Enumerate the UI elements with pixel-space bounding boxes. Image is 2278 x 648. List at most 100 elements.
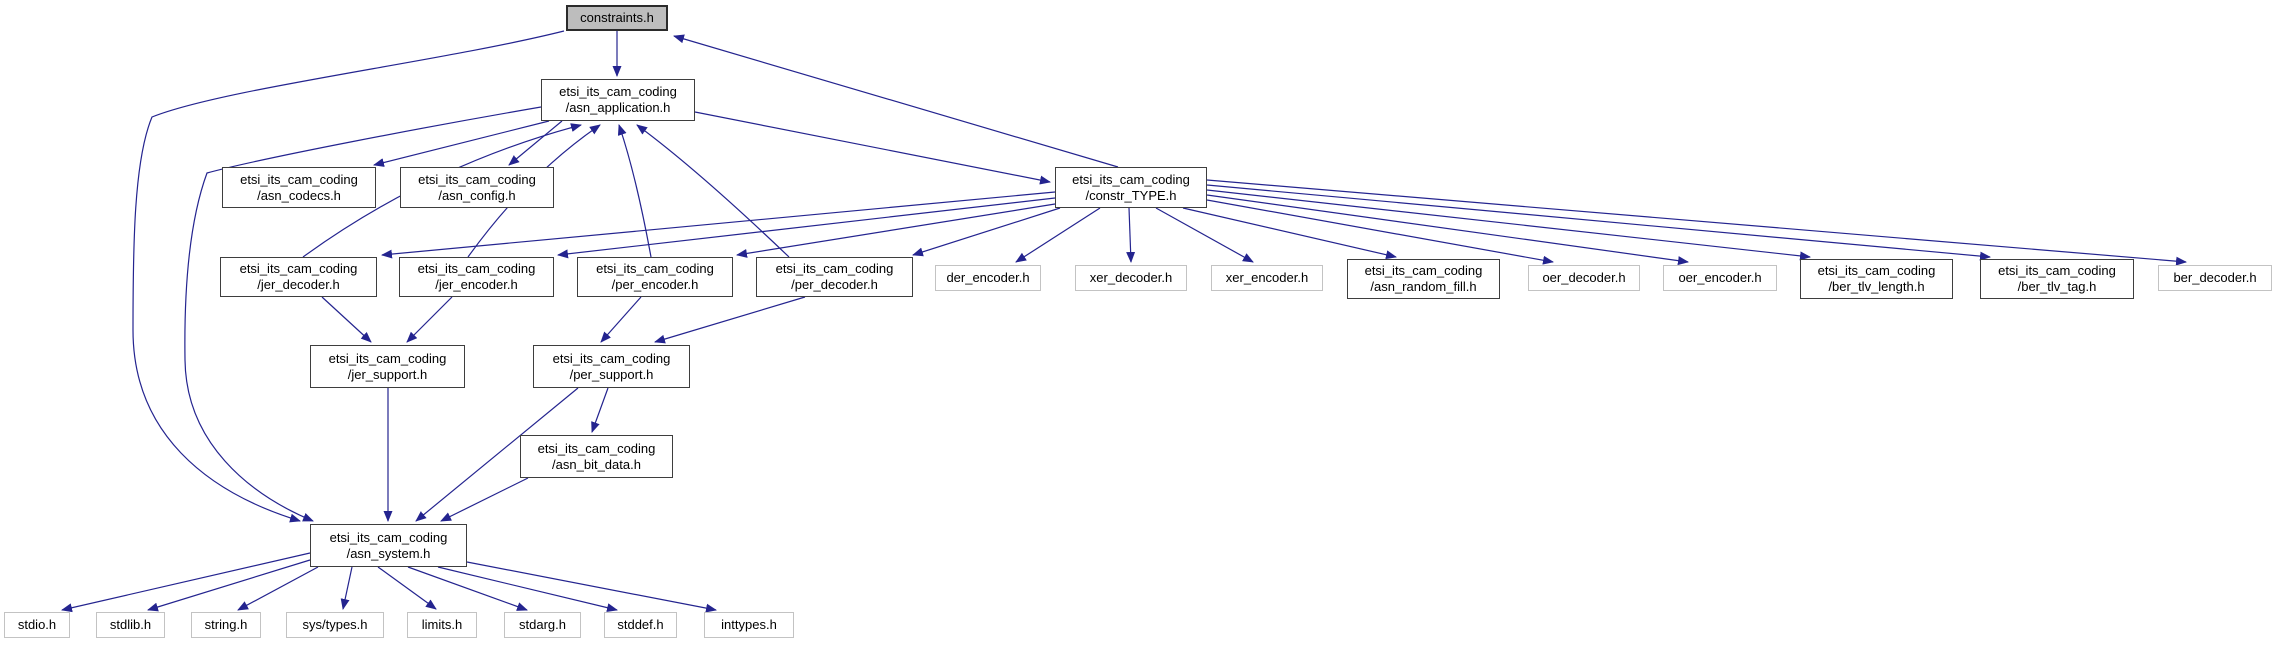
edge-jer-encoder-h-to-jer-support-h [406,296,453,343]
edge-constr-TYPE-h-to-xer-encoder-h [1155,207,1254,263]
node-label: /constr_TYPE.h [1085,187,1177,203]
node-inttypes-h: inttypes.h [704,612,794,638]
node-label: stdio.h [17,617,57,632]
node-asn-config-h[interactable]: etsi_its_cam_coding/asn_config.h [400,167,554,208]
edge-constr-TYPE-h-to-per-decoder-h [912,207,1061,257]
node-label: xer_decoder.h [1089,270,1173,285]
node-string-h: string.h [191,612,261,638]
node-label: /asn_bit_data.h [552,456,641,472]
node-asn-bit-data-h[interactable]: etsi_its_cam_coding/asn_bit_data.h [520,435,673,478]
edge-constraints-h-to-asn-system-h [132,30,565,523]
edge-asn-system-h-to-string-h [237,566,319,611]
edge-constr-TYPE-h-to-oer-encoder-h [1206,194,1689,266]
node-label: etsi_its_cam_coding [417,261,536,276]
node-label: /jer_support.h [347,366,428,382]
node-label: etsi_its_cam_coding [328,350,447,366]
edge-asn-system-h-to-limits-h [377,566,437,610]
node-label: stdlib.h [109,617,152,632]
edge-constr-TYPE-h-to-ber-tlv-tag-h [1206,184,1991,261]
node-label: /per_support.h [569,366,654,382]
node-label: /jer_decoder.h [257,277,340,292]
node-label: etsi_its_cam_coding [1998,263,2116,278]
node-label: etsi_its_cam_coding [329,529,448,545]
node-constr-TYPE-h[interactable]: etsi_its_cam_coding/constr_TYPE.h [1055,167,1207,208]
edge-asn-application-h-to-asn-config-h [508,120,563,166]
node-jer-encoder-h[interactable]: etsi_its_cam_coding/jer_encoder.h [399,257,554,297]
node-label: sys/types.h [302,617,368,632]
edge-asn-system-h-to-sys-types-h [340,566,353,610]
node-label: etsi_its_cam_coding [1072,171,1190,187]
node-label: etsi_its_cam_coding [1364,263,1483,278]
edge-per-encoder-h-to-per-support-h [600,296,642,343]
node-label: stdarg.h [519,617,566,632]
node-sys-types-h: sys/types.h [286,612,384,638]
node-label: etsi_its_cam_coding [552,350,671,366]
node-label: /jer_encoder.h [435,277,518,292]
node-oer-encoder-h: oer_encoder.h [1663,265,1777,291]
edge-constr-TYPE-h-to-asn-random-fill-h [1182,207,1397,260]
edge-constr-TYPE-h-to-ber-tlv-length-h [1206,189,1811,261]
node-label: etsi_its_cam_coding [559,84,677,99]
edge-asn-system-h-to-stdlib-h [147,559,311,612]
edge-asn-application-h-to-asn-system-h [184,106,542,522]
edge-asn-bit-data-h-to-asn-system-h [440,477,529,522]
edge-asn-system-h-to-stdarg-h [407,566,528,611]
edge-constr-TYPE-h-to-der-encoder-h [1015,207,1101,263]
edge-constr-TYPE-h-to-jer-decoder-h [381,191,1056,259]
edge-per-encoder-h-to-asn-application-h [617,124,652,258]
node-jer-decoder-h[interactable]: etsi_its_cam_coding/jer_decoder.h [220,257,377,297]
node-ber-decoder-h: ber_decoder.h [2158,265,2272,291]
node-per-encoder-h[interactable]: etsi_its_cam_coding/per_encoder.h [577,257,733,297]
node-label: /asn_codecs.h [257,187,341,203]
node-constraints-h: constraints.h [566,5,668,31]
node-label: /ber_tlv_length.h [1828,279,1925,294]
node-label: etsi_its_cam_coding [240,171,358,187]
node-label: etsi_its_cam_coding [775,261,894,276]
node-stdio-h: stdio.h [4,612,70,638]
node-per-support-h[interactable]: etsi_its_cam_coding/per_support.h [533,345,690,388]
edge-asn-application-h-to-asn-codecs-h [373,120,550,167]
edge-per-support-h-to-asn-system-h [415,387,579,522]
node-stdlib-h: stdlib.h [96,612,165,638]
node-asn-application-h[interactable]: etsi_its_cam_coding/asn_application.h [541,79,695,121]
node-label: etsi_its_cam_coding [418,171,536,187]
node-ber-tlv-length-h[interactable]: etsi_its_cam_coding/ber_tlv_length.h [1800,259,1953,299]
node-asn-system-h[interactable]: etsi_its_cam_coding/asn_system.h [310,524,467,567]
node-label: oer_decoder.h [1542,270,1626,285]
node-label: /asn_random_fill.h [1370,279,1477,294]
node-stddef-h: stddef.h [604,612,677,638]
node-stdarg-h: stdarg.h [504,612,581,638]
node-der-encoder-h: der_encoder.h [935,265,1041,291]
node-label: /ber_tlv_tag.h [2017,279,2097,294]
edge-asn-system-h-to-stdio-h [61,552,311,613]
node-label: xer_encoder.h [1225,270,1309,285]
node-label: constraints.h [580,10,654,25]
node-oer-decoder-h: oer_decoder.h [1528,265,1640,291]
node-per-decoder-h[interactable]: etsi_its_cam_coding/per_decoder.h [756,257,913,297]
node-asn-codecs-h[interactable]: etsi_its_cam_coding/asn_codecs.h [222,167,376,208]
node-label: stddef.h [617,617,664,632]
node-label: etsi_its_cam_coding [596,261,714,276]
node-label: limits.h [421,617,463,632]
node-ber-tlv-tag-h[interactable]: etsi_its_cam_coding/ber_tlv_tag.h [1980,259,2134,299]
node-label: inttypes.h [721,617,777,632]
node-label: /per_decoder.h [791,277,878,292]
node-label: /asn_system.h [346,545,431,561]
edge-asn-system-h-to-stddef-h [437,566,618,613]
node-xer-decoder-h: xer_decoder.h [1075,265,1187,291]
edge-constr-TYPE-h-to-xer-decoder-h [1126,207,1136,263]
node-xer-encoder-h: xer_encoder.h [1211,265,1323,291]
node-label: der_encoder.h [946,270,1030,285]
edge-constr-TYPE-h-to-per-encoder-h [736,203,1056,258]
edge-asn-system-h-to-inttypes-h [466,561,717,613]
node-jer-support-h[interactable]: etsi_its_cam_coding/jer_support.h [310,345,465,388]
edge-constr-TYPE-h-to-oer-decoder-h [1206,199,1554,265]
edge-per-decoder-h-to-asn-application-h [636,124,790,258]
node-asn-random-fill-h[interactable]: etsi_its_cam_coding/asn_random_fill.h [1347,259,1500,299]
node-label: oer_encoder.h [1678,270,1762,285]
edge-constr-TYPE-h-to-jer-encoder-h [557,197,1056,259]
edge-per-support-h-to-asn-bit-data-h [591,387,609,433]
edge-constr-TYPE-h-to-constraints-h [673,34,1119,168]
node-limits-h: limits.h [407,612,477,638]
